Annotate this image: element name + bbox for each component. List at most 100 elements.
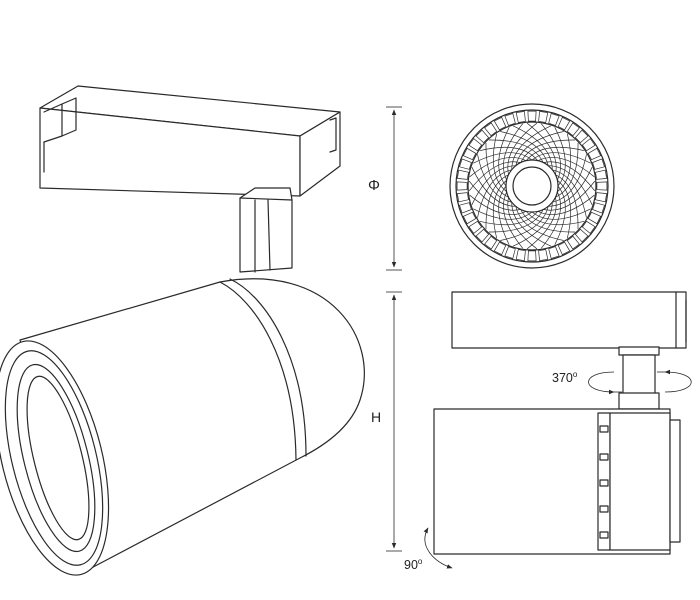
rotation-vertical-label: 90o xyxy=(404,557,423,572)
dimension-diameter: Φ xyxy=(368,106,402,271)
lattice-curve xyxy=(488,139,544,163)
heat-sink-fin xyxy=(581,138,596,152)
lattice-curve xyxy=(471,167,516,207)
lattice-curve xyxy=(520,209,576,233)
heat-sink-fin xyxy=(484,235,498,250)
lattice-curve xyxy=(557,133,572,193)
side-view: 370o 90o xyxy=(404,291,692,572)
lens-lattice xyxy=(468,122,596,250)
lattice-curve xyxy=(498,185,510,245)
heat-sink-fin xyxy=(592,202,605,214)
heat-sink-fin xyxy=(475,228,490,243)
heat-sink-fin xyxy=(587,211,602,225)
rotation-horizontal-label: 370o xyxy=(552,370,578,385)
lattice-curve xyxy=(552,169,587,218)
heat-sink-fin xyxy=(574,228,589,243)
heat-sink-fin xyxy=(557,116,571,131)
heat-sink-fin xyxy=(493,241,507,256)
lattice-curve xyxy=(525,211,585,226)
heat-sink-fin xyxy=(493,116,507,131)
heat-sink-fin xyxy=(515,110,526,123)
lattice-curve xyxy=(531,152,591,164)
lattice-curve xyxy=(507,122,538,175)
lattice-curve xyxy=(555,142,579,198)
lattice-curve xyxy=(498,127,510,187)
lattice-curve xyxy=(492,179,507,239)
heat-sink-fin xyxy=(462,211,477,225)
heat-sink-fin xyxy=(456,181,468,191)
front-view xyxy=(449,103,615,269)
lattice-curve xyxy=(507,197,538,250)
stem-perspective xyxy=(239,187,293,273)
lattice-curve xyxy=(537,157,595,178)
lattice-curve xyxy=(485,174,509,230)
lattice-curve xyxy=(554,127,566,187)
lattice-curve xyxy=(543,161,596,192)
lattice-curve xyxy=(548,167,593,207)
lattice-curve xyxy=(468,161,521,192)
heat-sink-fin xyxy=(468,138,483,152)
heat-sink-fin xyxy=(548,246,560,259)
track-adapter-side xyxy=(451,291,687,349)
height-label: H xyxy=(371,409,381,425)
heat-sink-fin xyxy=(596,181,608,191)
lattice-curve xyxy=(513,125,553,170)
lattice-curve xyxy=(543,180,596,211)
lattice-curve xyxy=(485,142,509,198)
lattice-curve xyxy=(500,131,549,166)
lattice-curve xyxy=(468,180,521,211)
dimension-height: H xyxy=(371,291,402,552)
lattice-curve xyxy=(511,125,551,170)
lattice-curve xyxy=(503,191,524,249)
lattice-curve xyxy=(548,165,593,205)
heat-sink-fin xyxy=(462,147,477,161)
lattice-curve xyxy=(492,133,507,193)
heat-sink-fin xyxy=(587,147,602,161)
lattice-curve xyxy=(515,131,564,166)
heat-sink-fin xyxy=(515,249,526,262)
track-adapter-perspective xyxy=(39,85,341,197)
heat-sink-fin xyxy=(468,220,483,234)
heat-sink-fin xyxy=(538,249,549,262)
lattice-curve xyxy=(540,191,561,249)
lattice-curve xyxy=(526,197,557,250)
heat-sink-fin xyxy=(595,169,608,180)
lattice-curve xyxy=(479,146,539,161)
lattice-curve xyxy=(469,194,527,215)
lattice-curve xyxy=(473,152,533,164)
lattice-curve xyxy=(477,154,512,203)
lattice-curve xyxy=(473,208,533,220)
perspective-view xyxy=(0,85,365,576)
diameter-label: Φ xyxy=(368,177,380,194)
lattice-curve xyxy=(520,139,576,163)
heat-sink-fin xyxy=(595,192,608,203)
heat-sink-fin xyxy=(548,113,560,126)
lattice-curve xyxy=(552,154,587,203)
heat-sink-fin xyxy=(527,250,537,262)
lattice-curve xyxy=(513,202,553,247)
lattice-curve xyxy=(525,146,585,161)
heat-sink-fin xyxy=(566,122,580,137)
lattice-curve xyxy=(531,208,591,220)
heat-sink-fin xyxy=(456,192,469,203)
lattice-curve xyxy=(500,206,549,241)
lattice-curve xyxy=(515,206,564,241)
lattice-curve xyxy=(540,123,561,181)
lattice-curve xyxy=(488,209,544,233)
heat-sink-fin xyxy=(557,241,571,256)
lattice-curve xyxy=(511,202,551,247)
lattice-curve xyxy=(471,165,516,205)
lattice-curve xyxy=(554,185,566,245)
lattice-curve xyxy=(479,211,539,226)
cylinder-body-perspective xyxy=(0,278,365,576)
lattice-curve xyxy=(557,179,572,239)
lattice-curve xyxy=(477,169,512,218)
lattice-curve xyxy=(526,122,557,175)
heat-sink-fin xyxy=(527,110,537,122)
heat-sink-fin xyxy=(574,129,589,144)
heat-sink-fin xyxy=(566,235,580,250)
heat-sink-fin xyxy=(504,246,516,259)
stem-side xyxy=(618,346,660,412)
heat-sink-fin xyxy=(504,113,516,126)
